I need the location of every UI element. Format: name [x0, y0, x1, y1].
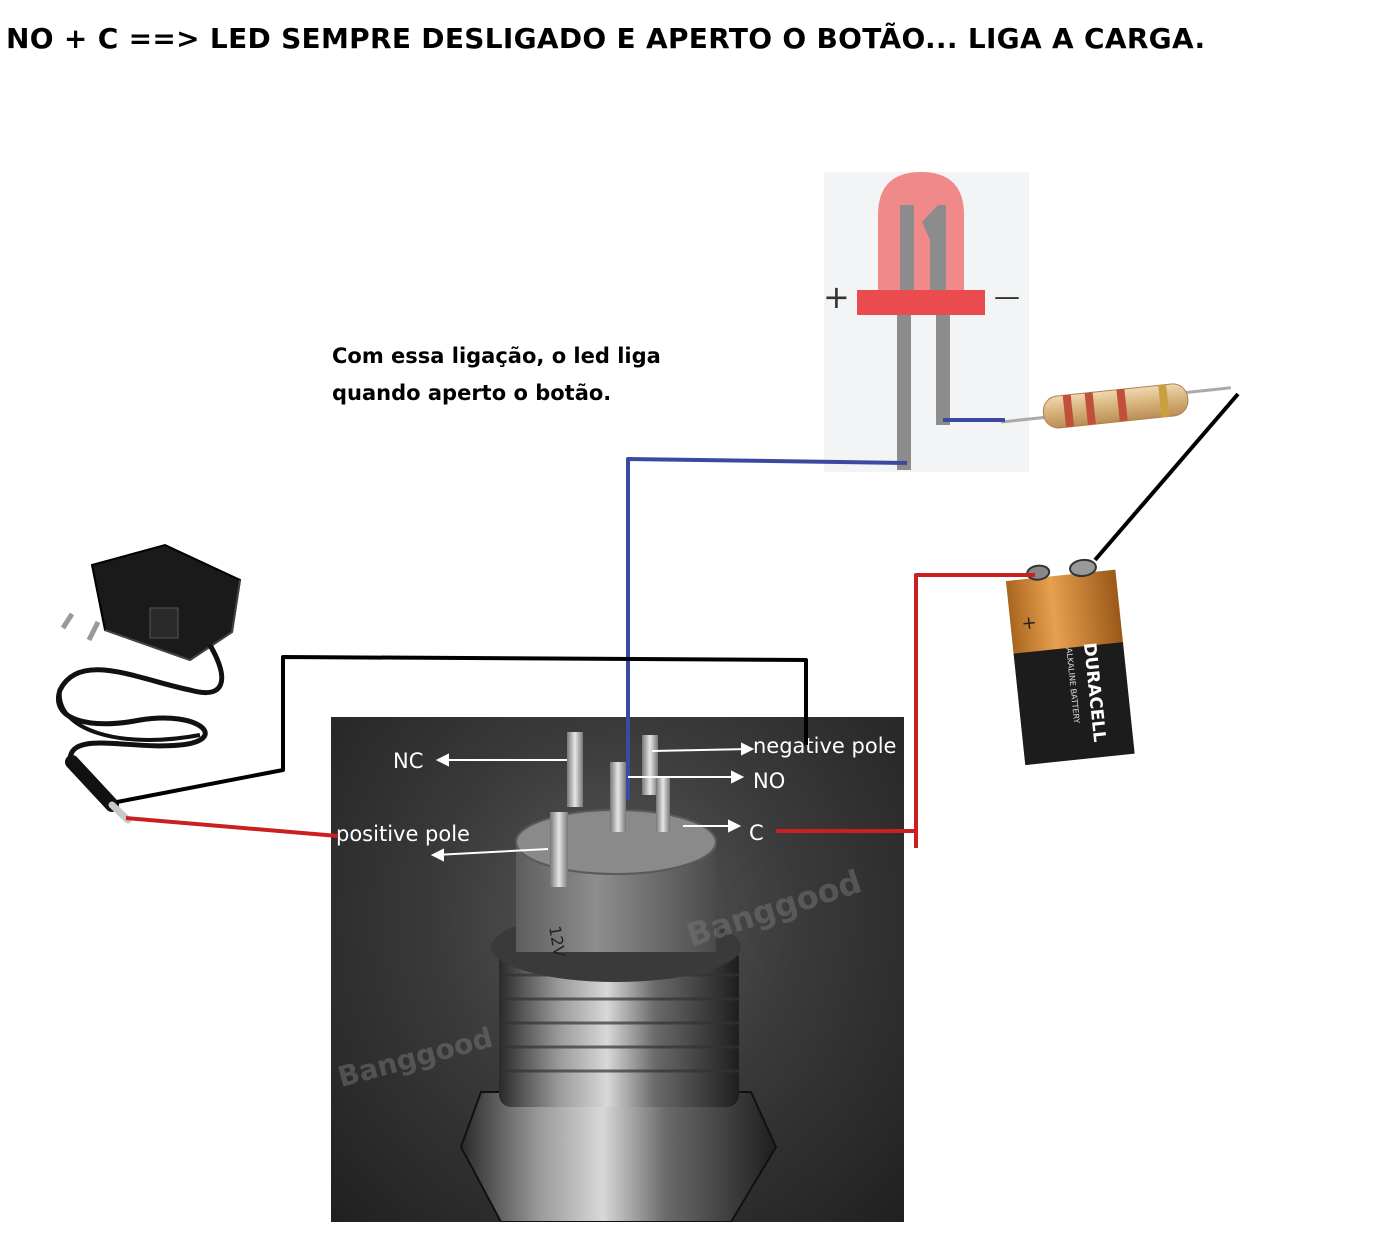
battery-9v: + DURACELL ALKALINE BATTERY	[1005, 558, 1135, 766]
power-adapter	[56, 543, 242, 824]
label-no: NO	[753, 769, 786, 793]
pin-no	[610, 762, 626, 832]
led-flange	[857, 290, 985, 315]
label-nc: NC	[393, 749, 424, 773]
diagram-title: NO + C ==> LED SEMPRE DESLIGADO E APERTO…	[6, 22, 1206, 55]
label-arrows	[430, 742, 755, 862]
led	[857, 172, 985, 470]
thread-lines	[499, 973, 739, 1073]
battery-polarity: +	[1020, 612, 1037, 634]
wire-black-adapter-negative	[116, 655, 808, 804]
label-c: C	[749, 821, 764, 845]
note-line-1: Com essa ligação, o led liga	[332, 344, 661, 368]
wire-black-resistor-battery	[1093, 392, 1240, 562]
wire-red-adapter-positive	[125, 816, 339, 838]
led-cathode-leg	[936, 315, 950, 425]
explanation-note: Com essa ligação, o led liga quando aper…	[332, 338, 661, 412]
led-dome	[878, 172, 964, 293]
pin-positive	[550, 812, 568, 887]
label-positive-pole: positive pole	[336, 822, 470, 846]
pin-c	[656, 777, 670, 832]
wires	[116, 392, 1240, 848]
label-negative-pole: negative pole	[753, 734, 897, 758]
resistor	[1000, 383, 1231, 429]
wire-blue-no-led	[626, 457, 908, 800]
led-minus-sign: —	[994, 282, 1020, 312]
pin-nc	[567, 732, 583, 807]
led-plus-sign: +	[823, 278, 850, 316]
wire-red-c-battery	[776, 573, 1035, 833]
led-anode-leg	[897, 315, 911, 470]
switch-photo: 12V Banggood Banggood NC negative pole N…	[331, 717, 904, 1222]
push-button-switch: 12V Banggood Banggood	[334, 732, 866, 1222]
note-line-2: quando aperto o botão.	[332, 381, 612, 405]
